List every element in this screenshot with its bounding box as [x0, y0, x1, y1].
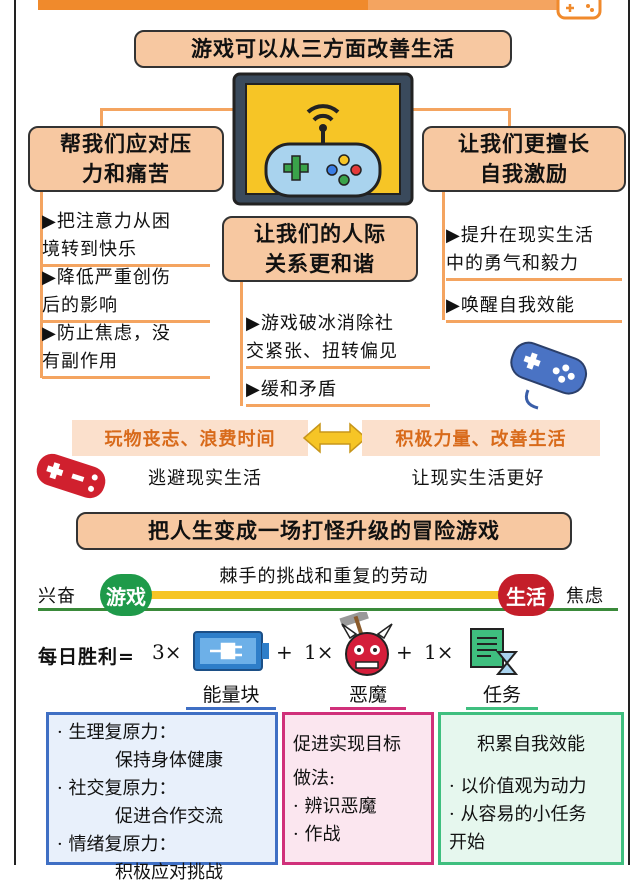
frame-left [14, 0, 16, 865]
energy-line-2: 保持身体健康 [115, 750, 223, 771]
formula-term-2: 1× [304, 640, 334, 664]
energy-line-4: 促进合作交流 [115, 806, 223, 827]
task-line-2: · 以价值观为动力 [449, 776, 587, 797]
right-item-1: 提升在现实生活 中的勇气和毅力 [446, 222, 622, 281]
left-tag: 玩物丧志、浪费时间 [72, 420, 308, 456]
game-circle: 游戏 [100, 574, 152, 616]
left-heading-line2: 力和痛苦 [82, 161, 170, 186]
life-circle: 生活 [498, 574, 554, 616]
energy-line-1: · 生理复原力： [57, 722, 177, 743]
left-item-3-line1: 防止焦虑，没 [42, 320, 210, 348]
adventure-title: 把人生变成一场打怪升级的冒险游戏 [76, 512, 572, 550]
right-caption: 让现实生活更好 [411, 468, 545, 489]
corner-gamepad-icon [556, 0, 602, 22]
main-title: 游戏可以从三方面改善生活 [134, 30, 512, 68]
left-caption: 逃避现实生活 [148, 468, 262, 489]
task-line-1: 积累自我效能 [477, 734, 585, 755]
red-gamepad-icon [30, 448, 112, 504]
plus-1: + [276, 640, 293, 664]
plus-2: + [396, 640, 413, 664]
small-gamepad-icon [498, 340, 594, 412]
label-energy: 能量块 [186, 680, 276, 710]
middle-spine [240, 282, 243, 406]
label-demon: 恶魔 [330, 680, 406, 710]
top-bar-dark [38, 0, 368, 10]
left-item-2-line1: 降低严重创伤 [42, 264, 210, 292]
demon-line-2: 做法: [293, 768, 336, 789]
right-heading-line1: 让我们更擅长 [458, 131, 590, 156]
demon-box: 促进实现目标 做法: · 辨识恶魔 · 作战 [282, 712, 434, 865]
label-task: 任务 [466, 680, 538, 710]
middle-item-1-line2: 交紧张、扭转偏见 [246, 341, 398, 362]
middle-heading-line1: 让我们的人际 [254, 221, 386, 246]
left-word: 兴奋 [38, 586, 76, 607]
task-line-3: · 从容易的小任务 [449, 804, 587, 825]
left-item-3: 防止焦虑，没 有副作用 [42, 320, 210, 379]
right-item-2-line1: 唤醒自我效能 [446, 292, 622, 320]
right-branch-heading: 让我们更擅长 自我激励 [422, 126, 626, 192]
left-item-1-line1: 把注意力从困 [42, 208, 210, 236]
left-branch-heading: 帮我们应对压 力和痛苦 [28, 126, 224, 192]
connector-right [410, 108, 510, 111]
middle-item-2: 缓和矛盾 [246, 376, 430, 407]
energy-line-5: · 情绪复原力： [57, 834, 177, 855]
formula-prefix: 每日胜利= [38, 646, 135, 668]
left-heading-line1: 帮我们应对压 [60, 131, 192, 156]
right-item-1-line1: 提升在现实生活 [446, 222, 622, 250]
baseline [38, 608, 618, 611]
left-item-1: 把注意力从困 境转到快乐 [42, 208, 210, 267]
middle-branch-heading: 让我们的人际 关系更和谐 [222, 216, 418, 282]
left-item-2-line2: 后的影响 [42, 295, 118, 316]
left-item-1-line2: 境转到快乐 [42, 239, 137, 260]
middle-item-1-line1: 游戏破冰消除社 [246, 310, 430, 338]
demon-line-1: 促进实现目标 [293, 734, 401, 755]
right-word: 焦虑 [566, 586, 604, 607]
right-spine [442, 192, 445, 320]
formula-term-3: 1× [424, 640, 454, 664]
right-tag: 积极力量、改善生活 [362, 420, 600, 456]
demon-icon [336, 609, 398, 678]
connector-left [100, 108, 240, 111]
yellow-track [124, 591, 524, 599]
demon-line-3: · 辨识恶魔 [293, 796, 377, 817]
energy-line-6: 积极应对挑战 [115, 862, 223, 883]
energy-box: · 生理复原力： 保持身体健康 · 社交复原力： 促进合作交流 · 情绪复原力：… [46, 712, 278, 883]
middle-text: 棘手的挑战和重复的劳动 [219, 566, 429, 587]
formula-term-1: 3× [152, 640, 182, 664]
frame-right [628, 0, 630, 865]
demon-line-4: · 作战 [293, 824, 341, 845]
left-item-3-line2: 有副作用 [42, 351, 118, 372]
connector-left-v [100, 108, 103, 130]
connector-right-v [508, 108, 511, 128]
middle-heading-line2: 关系更和谐 [265, 251, 375, 276]
task-icon [468, 626, 520, 678]
right-item-1-line2: 中的勇气和毅力 [446, 253, 579, 274]
battery-icon [192, 628, 272, 674]
middle-item-2-line1: 缓和矛盾 [246, 376, 430, 404]
right-item-2: 唤醒自我效能 [446, 292, 622, 323]
tv-gamepad-icon [232, 72, 414, 206]
right-heading-line2: 自我激励 [480, 161, 568, 186]
task-line-4: 开始 [449, 832, 485, 853]
energy-line-3: · 社交复原力： [57, 778, 177, 799]
left-item-2: 降低严重创伤 后的影响 [42, 264, 210, 323]
double-arrow-icon [302, 420, 368, 456]
middle-item-1: 游戏破冰消除社 交紧张、扭转偏见 [246, 310, 430, 369]
task-box: 积累自我效能 · 以价值观为动力 · 从容易的小任务 开始 [438, 712, 624, 865]
